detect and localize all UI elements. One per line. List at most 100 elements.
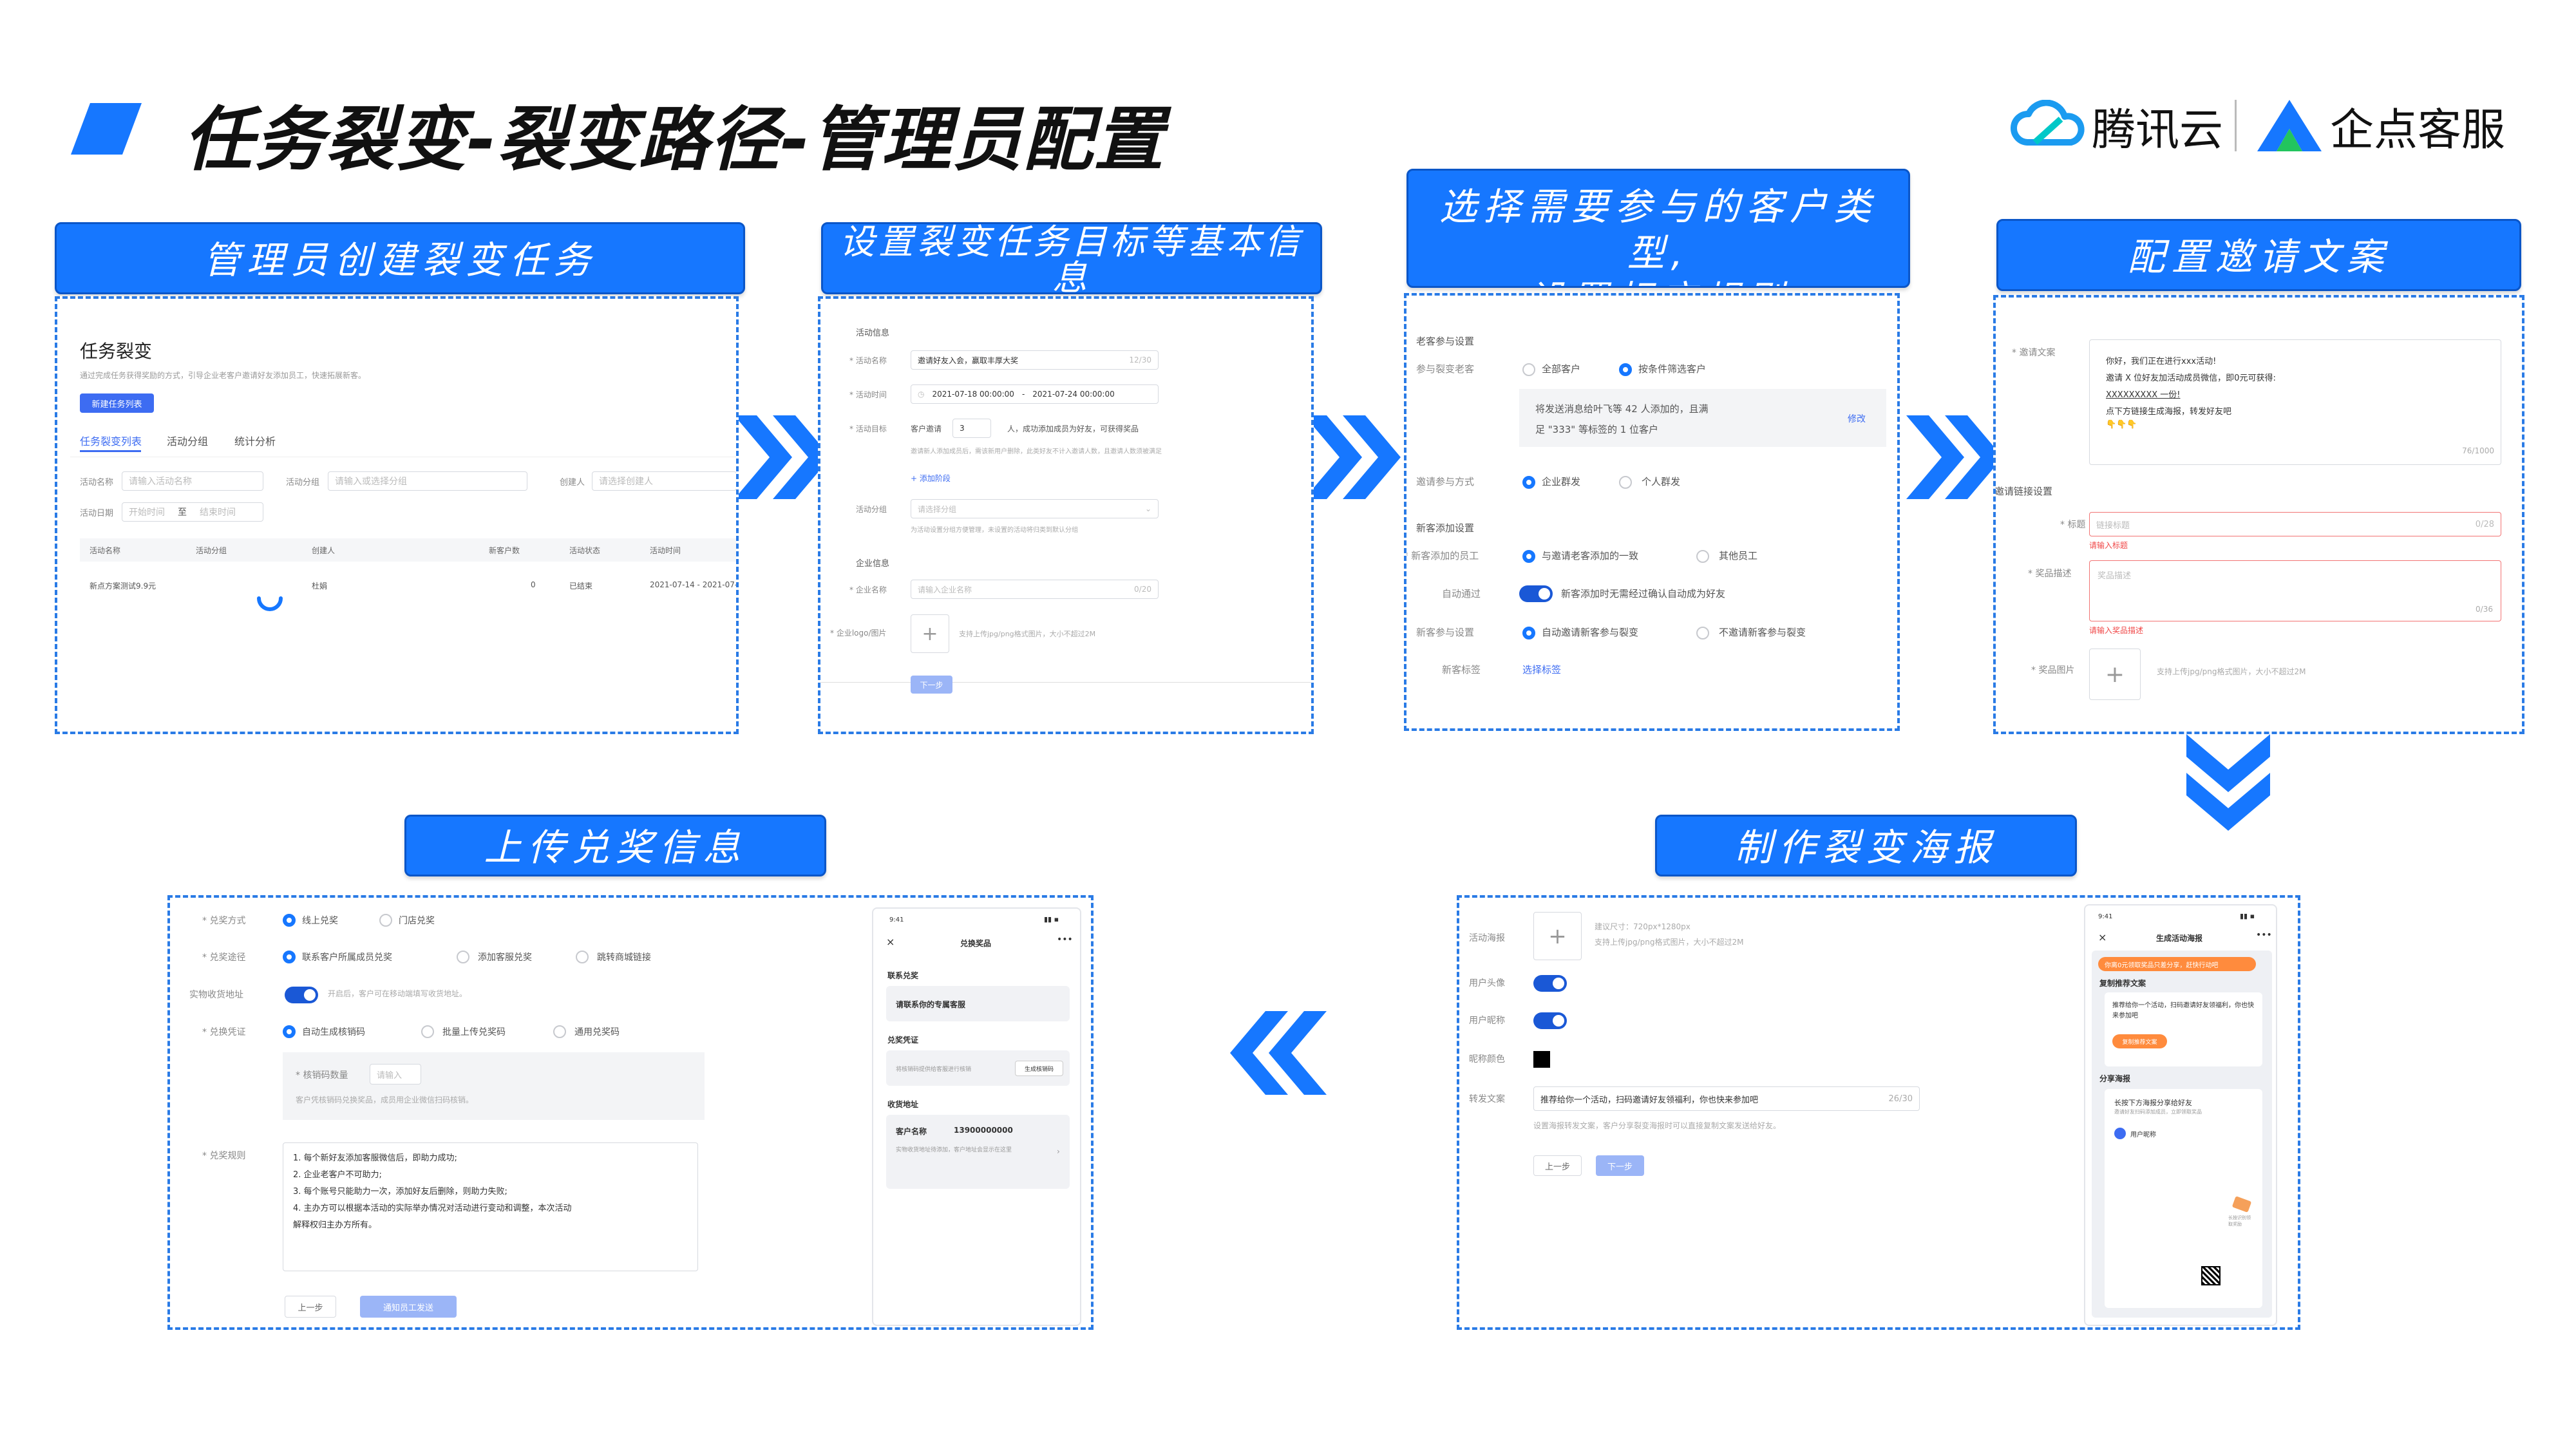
p1-tab-group[interactable]: 活动分组	[167, 435, 209, 448]
p3-radio-no-invite[interactable]	[1696, 627, 1709, 639]
p6-radio-store[interactable]	[379, 914, 392, 927]
more-icon[interactable]: •••	[1057, 934, 1073, 945]
p1-date-start: 开始时间	[129, 507, 165, 518]
p6-radio-online[interactable]	[283, 914, 296, 927]
p2-group-note: 为活动设置分组方便管理，未设置的活动将归类到默认分组	[911, 527, 1078, 534]
p3-filter-text1: 将发送消息给叶飞等 42 人添加的，且满	[1535, 403, 1709, 415]
p4-copy-line4: 点下方链接生成海报，转发好友吧	[2106, 407, 2232, 417]
p1-tab-list[interactable]: 任务裂变列表	[80, 435, 142, 448]
p6-radio-common[interactable]	[553, 1025, 566, 1038]
p1-filter-creator-input[interactable]: 请选择创建人	[592, 471, 736, 491]
p3-tag-link[interactable]: 选择标签	[1522, 664, 1562, 676]
p6-phone-contact-card	[886, 986, 1070, 1021]
qidian-logo: 企点客服	[2254, 97, 2505, 156]
p1-tab-underline	[80, 450, 141, 452]
p5-phone-copy-button[interactable]: 复制推荐文案	[2112, 1034, 2167, 1048]
p2-time-input[interactable]: ◷ 2021-07-18 00:00:00 - 2021-07-24 00:00…	[911, 384, 1159, 404]
p6-radio-mall[interactable]	[576, 951, 589, 963]
p2-add-stage-link[interactable]: + 添加阶段	[911, 474, 951, 483]
p2-ent-input[interactable]: 请输入企业名称 0/20	[911, 580, 1159, 599]
flow-arrow-right-3-icon	[1906, 415, 2003, 499]
loading-spinner-icon	[257, 596, 283, 611]
p1-cell-time: 2021-07-14 - 2021-07-24	[650, 580, 739, 589]
p5-poster-label: 活动海报	[1469, 933, 1505, 943]
p2-goal-input[interactable]: 3	[952, 419, 991, 438]
p4-upload-plus-icon[interactable]: +	[2089, 649, 2141, 700]
p3-radio-filter[interactable]	[1619, 363, 1632, 376]
p6-rule-label: * 兑奖规则	[202, 1151, 246, 1161]
p4-title-input[interactable]: 链接标题 0/28	[2089, 512, 2501, 536]
p3-invite-label: 邀请参与方式	[1416, 476, 1475, 488]
p6-cert-label: * 兑换凭证	[202, 1027, 246, 1037]
p3-filter-edit-link[interactable]: 修改	[1848, 414, 1866, 424]
p2-sec-activity: 活动信息	[856, 328, 890, 338]
p5-next-button[interactable]: 下一步	[1596, 1155, 1644, 1176]
p6-prev-button[interactable]: 上一步	[285, 1296, 336, 1318]
close-icon[interactable]: ×	[886, 936, 895, 948]
p1-filter-group-label: 活动分组	[286, 478, 320, 488]
close-icon[interactable]: ×	[2098, 931, 2107, 943]
p1-new-button[interactable]: 新建任务列表	[80, 393, 154, 413]
p3-radio-other[interactable]	[1696, 550, 1709, 563]
p3-radio-group-send[interactable]	[1522, 476, 1535, 489]
p3-radio-auto-invite[interactable]	[1522, 627, 1535, 639]
table-row[interactable]: 新点方案测试9.9元 杜娟 0 已结束 2021-07-14 - 2021-07…	[80, 566, 739, 605]
chevron-right-icon[interactable]: ›	[1057, 1147, 1060, 1156]
p5-avatar-toggle[interactable]	[1533, 975, 1567, 992]
p1-tab-stats[interactable]: 统计分析	[234, 435, 276, 448]
p3-auto-toggle[interactable]	[1519, 585, 1553, 602]
p6-radio-batch[interactable]	[421, 1025, 434, 1038]
p5-phone-banner-bg	[2098, 957, 2256, 971]
p6-opt-mall: 跳转商城链接	[597, 952, 651, 963]
p1-date-sep: 至	[178, 507, 187, 518]
p1-filter-group-input[interactable]: 请输入或选择分组	[328, 471, 527, 491]
p3-radio-all[interactable]	[1522, 363, 1535, 376]
p4-desc-textarea[interactable]: 奖品描述 0/36	[2089, 560, 2501, 621]
p6-radio-contact[interactable]	[283, 951, 296, 963]
p2-goal-note: 邀请新人添加成员后，需该新用户删除，此类好友不计入邀请人数，且邀请人数须被满足	[911, 448, 1162, 455]
p5-fwd-input[interactable]: 推荐给你一个活动，扫码邀请好友领福利，你也快来参加吧 26/30	[1533, 1086, 1920, 1111]
p2-next-button[interactable]: 下一步	[911, 676, 952, 694]
p3-sec-new: 新客添加设置	[1416, 522, 1475, 534]
p5-prev-button[interactable]: 上一步	[1533, 1155, 1582, 1176]
p5-phone-title: 生成活动海报	[2156, 934, 2203, 943]
p6-opt-auto: 自动生成核销码	[302, 1027, 365, 1037]
panel-basic-info: 活动信息 * 活动名称 邀请好友入会，赢取丰厚大奖 12/30 * 活动时间 ◷…	[818, 296, 1314, 734]
p5-poster-note2: 支持上传jpg/png格式图片，大小不超过2M	[1595, 938, 1744, 947]
p6-radio-auto[interactable]	[283, 1025, 296, 1038]
p6-opt-batch: 批量上传兑奖码	[442, 1027, 506, 1037]
p5-color-swatch[interactable]	[1533, 1051, 1550, 1068]
p3-old-label: 参与裂变老客	[1416, 363, 1475, 375]
p2-sec-enterprise: 企业信息	[856, 559, 890, 569]
p3-radio-same[interactable]	[1522, 550, 1535, 563]
p5-phone-copy-card	[2105, 992, 2262, 1066]
p2-group-select[interactable]: 请选择分组 ⌄	[911, 499, 1159, 518]
p2-logo-note: 支持上传jpg/png格式图片，大小不超过2M	[959, 630, 1096, 638]
p2-upload-plus-icon[interactable]: +	[911, 614, 949, 653]
p4-copy-line1: 你好，我们正在进行xxx活动!	[2106, 357, 2217, 366]
p6-rule-line2: 2. 企业老客户不可助力;	[293, 1170, 382, 1180]
p3-join-label: 新客参与设置	[1416, 627, 1475, 638]
p3-opt-other: 其他员工	[1719, 550, 1758, 562]
qr-code-icon	[2201, 1266, 2221, 1285]
p1-filter-date-input[interactable]: 开始时间 至 结束时间	[122, 502, 263, 522]
p6-addr-toggle[interactable]	[285, 987, 318, 1003]
p6-notify-button[interactable]: 通知员工发送	[360, 1296, 457, 1318]
p5-poster-note1: 建议尺寸：720px*1280px	[1595, 922, 1690, 931]
p5-nick-toggle[interactable]	[1533, 1012, 1567, 1029]
p6-phone-cert-button[interactable]: 生成核销码	[1015, 1061, 1063, 1076]
p4-copy-textarea[interactable]: 你好，我们正在进行xxx活动! 邀请 X 位好友加活动成员微信，即0元可获得: …	[2089, 339, 2501, 465]
panel-customer-type: 老客参与设置 参与裂变老客 全部客户 按条件筛选客户 将发送消息给叶飞等 42 …	[1404, 293, 1900, 731]
p2-calendar-icon: ◷	[918, 390, 925, 399]
p1-filter-name-input[interactable]: 请输入活动名称	[122, 471, 263, 491]
p2-name-input[interactable]: 邀请好友入会，赢取丰厚大奖 12/30	[911, 350, 1159, 370]
p6-rule-textarea[interactable]: 1. 每个新好友添加客服微信后，即助力成功; 2. 企业老客户不可助力; 3. …	[283, 1142, 698, 1271]
p6-code-input[interactable]: 请输入	[370, 1064, 421, 1084]
title-slash-icon	[71, 103, 142, 155]
p3-radio-personal[interactable]	[1619, 476, 1632, 489]
p6-radio-cs[interactable]	[457, 951, 469, 963]
p1-col-status: 活动状态	[569, 546, 601, 555]
p5-upload-plus-icon[interactable]: +	[1533, 912, 1582, 960]
more-icon[interactable]: •••	[2256, 930, 2272, 940]
p3-opt-auto-invite: 自动邀请新客参与裂变	[1542, 627, 1639, 638]
